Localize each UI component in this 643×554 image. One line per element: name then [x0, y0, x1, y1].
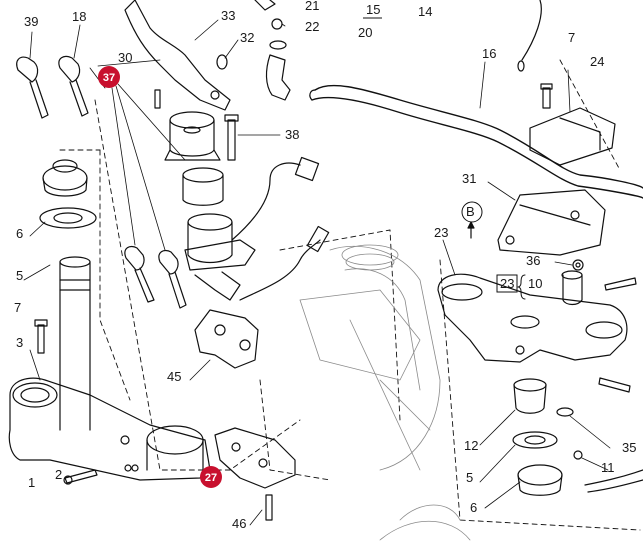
clamp-24 — [529, 107, 616, 166]
callout-39: 39 — [24, 14, 38, 29]
bracket-45 — [194, 309, 259, 369]
washer-5-right — [512, 431, 558, 449]
washer-22 — [271, 18, 283, 30]
callout-46: 46 — [232, 516, 246, 531]
leader-lines — [23, 19, 611, 526]
cap-32 — [216, 54, 228, 70]
callout-24: 24 — [590, 54, 604, 69]
callout-15: 15 — [366, 2, 380, 17]
callout-35: 35 — [622, 440, 636, 455]
key-39 — [16, 56, 49, 119]
leader-37 — [89, 59, 186, 251]
cables-bottom-right — [584, 469, 643, 493]
bolt-38 — [224, 114, 239, 161]
callout-32: 32 — [240, 30, 254, 45]
callout-6-right: 6 — [470, 500, 477, 515]
brace-23 — [517, 274, 526, 300]
washer-35 — [556, 407, 574, 417]
callout-23-top: 23 — [434, 225, 448, 240]
badge-27-label: 27 — [205, 472, 217, 484]
callout-45: 45 — [167, 369, 181, 384]
callout-2: 2 — [55, 467, 62, 482]
ignition-switch — [164, 111, 330, 301]
callout-12: 12 — [464, 438, 478, 453]
callout-1: 1 — [28, 475, 35, 490]
callout-23-mid: 23 — [500, 276, 514, 291]
key-lower-2 — [158, 249, 187, 309]
bolt-1 — [63, 469, 98, 485]
clamp-31 — [497, 189, 606, 256]
callout-6-left: 6 — [16, 226, 23, 241]
upper-triple-clamp — [437, 273, 628, 363]
callout-10: 10 — [528, 276, 542, 291]
callout-11: 11 — [601, 460, 615, 475]
callout-14: 14 — [418, 4, 432, 19]
frame-sketch — [299, 244, 471, 541]
key-18 — [58, 55, 89, 117]
badge-27: 27 — [200, 466, 222, 488]
callout-5-right: 5 — [466, 470, 473, 485]
callout-16: 16 — [482, 46, 496, 61]
badge-37-label: 37 — [103, 72, 115, 84]
callout-b: B — [466, 204, 475, 219]
handlebar — [309, 84, 643, 199]
badge-37: 37 — [98, 66, 120, 88]
spacer-10 — [561, 270, 583, 306]
washer-36 — [572, 259, 584, 271]
bracket-33 — [124, 0, 231, 111]
screw-30 — [154, 89, 161, 109]
bearing-6-left — [42, 159, 88, 197]
callout-20: 20 — [358, 25, 372, 40]
nut-11 — [573, 450, 583, 460]
callout-labels: 39 18 33 21 22 15 20 14 32 30 7 16 24 38… — [14, 0, 636, 531]
callout-b-circle — [461, 201, 483, 223]
callout-7-top: 7 — [568, 30, 575, 45]
callout-23-box — [496, 274, 518, 293]
washer-5-left — [39, 207, 97, 229]
callout-5-left: 5 — [16, 268, 23, 283]
callout-18: 18 — [72, 9, 86, 24]
clamp-20 — [265, 40, 291, 101]
view-arrow-b — [467, 221, 475, 239]
bolt-7-left — [34, 319, 48, 354]
bearing-12 — [513, 378, 547, 414]
bracket-46 — [214, 427, 296, 521]
bolt-right-1 — [604, 277, 637, 291]
bearing-6-right — [517, 464, 563, 496]
callout-21: 21 — [305, 0, 319, 13]
key-lower-1 — [124, 245, 155, 303]
callout-30: 30 — [118, 50, 132, 65]
callout-3: 3 — [16, 335, 23, 350]
callout-38: 38 — [285, 127, 299, 142]
steering-stem — [59, 256, 91, 431]
clip-21 — [254, 0, 276, 11]
callout-36: 36 — [526, 253, 540, 268]
callout-22: 22 — [305, 19, 319, 34]
callout-7-left: 7 — [14, 300, 21, 315]
bolt-right-2 — [598, 377, 631, 393]
bolt-7-top — [540, 83, 553, 109]
lower-triple-clamp — [8, 377, 211, 481]
callout-33: 33 — [221, 8, 235, 23]
callout-31: 31 — [462, 171, 476, 186]
cable-top — [517, 0, 542, 72]
